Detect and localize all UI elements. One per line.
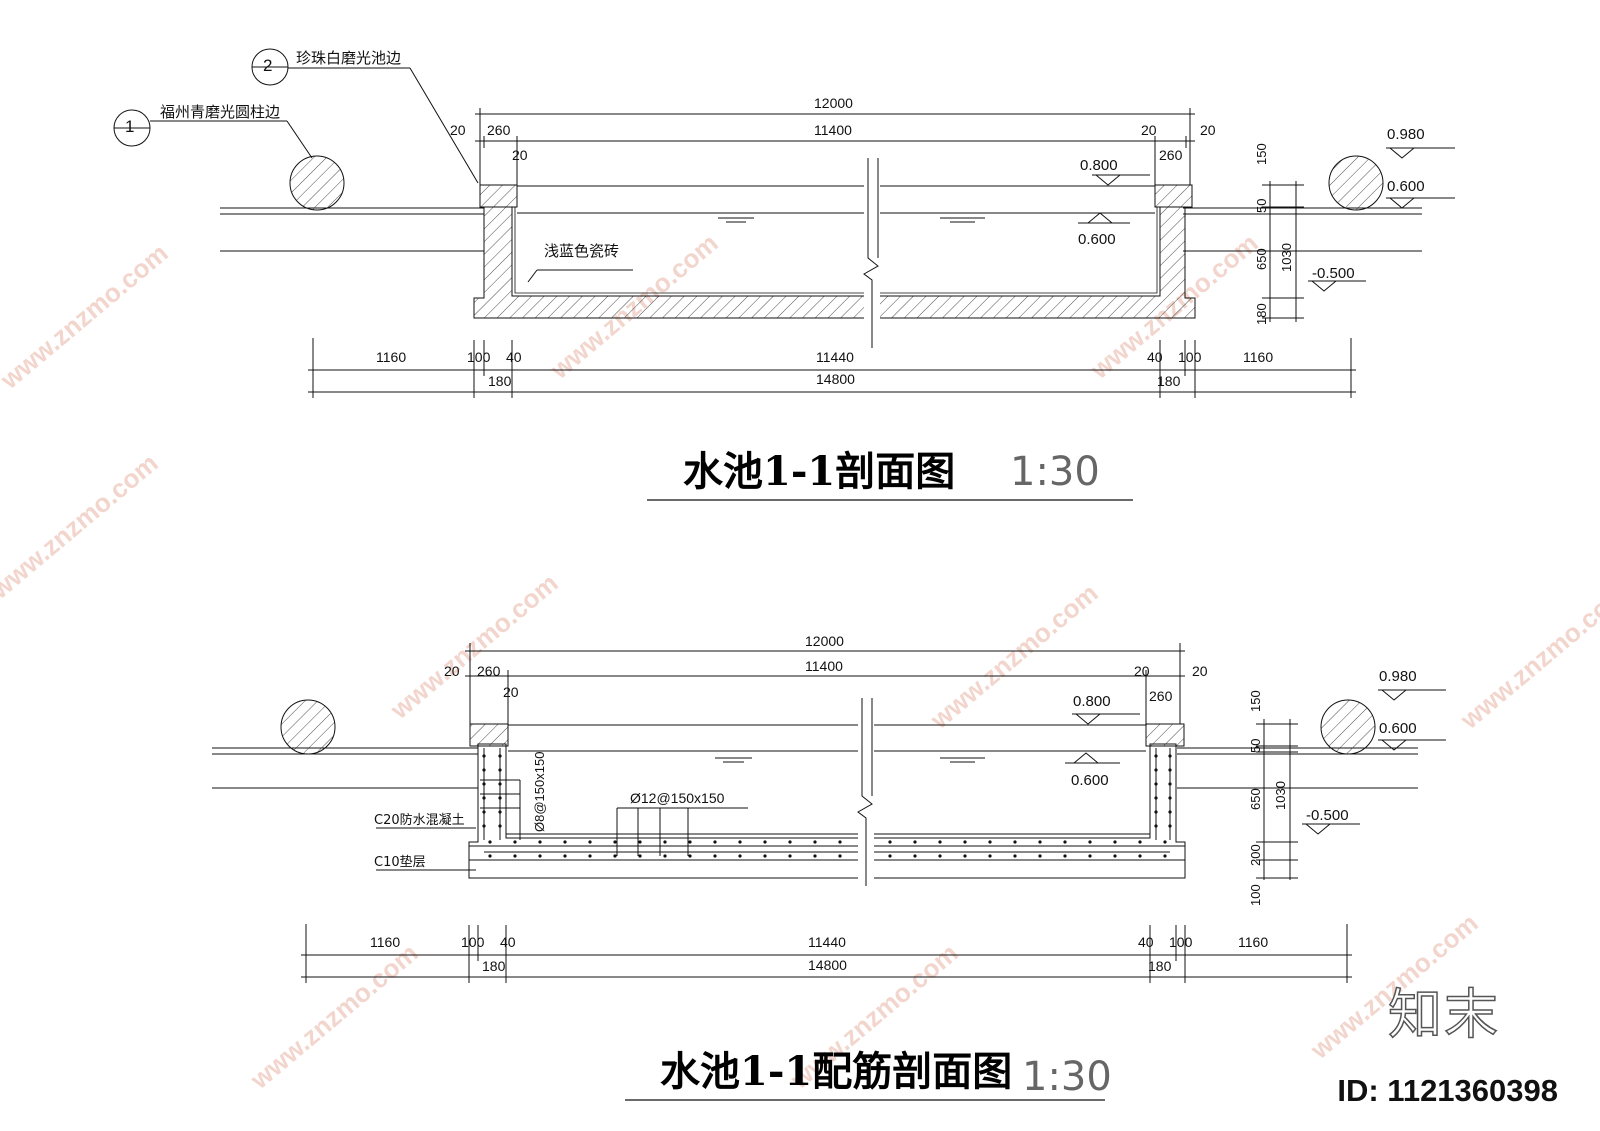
section-2-scale: 1:30	[1022, 1054, 1112, 1100]
dim-bottom-left: 1160	[370, 934, 400, 950]
column-right-icon	[1328, 155, 1384, 211]
dim-e: 260	[1149, 688, 1173, 704]
dim-bottom-overall: 14800	[816, 371, 855, 387]
dim-bottom-w3: 40	[1147, 349, 1163, 365]
dim-f: 20	[1200, 122, 1216, 138]
dim-right-d1: 150	[1248, 690, 1263, 712]
level-coping: 0.800	[1073, 693, 1111, 710]
dim-right-d3: 650	[1248, 788, 1263, 810]
section-1-text: 福州青磨光圆柱边 1 珍珠白磨光池边 2 浅蓝色瓷砖 12000 11400 2…	[125, 49, 1425, 495]
dim-c: 20	[503, 684, 519, 700]
dim-overall: 12000	[805, 633, 844, 649]
watermark-text: www.znzmo.com	[244, 938, 424, 1096]
callout-1-text: 福州青磨光圆柱边	[160, 103, 280, 121]
dim-bottom-right: 1160	[1243, 349, 1273, 365]
dim-right-d2: 50	[1254, 199, 1269, 213]
brand-id: ID: 1121360398	[1337, 1073, 1558, 1108]
rebar-dots	[482, 754, 1172, 858]
watermark-text: www.znzmo.com	[924, 578, 1104, 736]
callout-1-number: 1	[125, 117, 134, 136]
finish-label: 浅蓝色瓷砖	[544, 242, 619, 260]
brand-logo: 知末	[1387, 982, 1500, 1047]
level-right-top: 0.980	[1387, 126, 1425, 143]
dim-inner: 11400	[805, 658, 843, 674]
watermark-text: www.znzmo.com	[0, 448, 164, 606]
dim-bottom-w1: 100	[461, 934, 485, 950]
dim-right-total: 1030	[1273, 781, 1288, 810]
section-1-scale: 1:30	[1010, 449, 1100, 495]
dim-right-d2: 50	[1248, 739, 1263, 753]
level-right-top: 0.980	[1379, 668, 1417, 685]
section-1	[113, 48, 1455, 501]
dim-bottom-s1: 180	[488, 373, 512, 389]
dim-bottom-w3: 40	[1138, 934, 1154, 950]
dim-bottom-w1: 100	[467, 349, 491, 365]
watermark-text: www.znzmo.com	[0, 238, 174, 396]
dim-d: 20	[1141, 122, 1157, 138]
dim-right-d5: 100	[1248, 884, 1263, 906]
dim-b: 260	[487, 122, 511, 138]
column-left-icon	[280, 699, 336, 755]
column-right-icon	[1320, 699, 1376, 755]
dim-bottom-overall: 14800	[808, 957, 847, 973]
pool-structure	[468, 743, 1186, 879]
dim-a: 20	[444, 663, 460, 679]
dim-a: 20	[450, 122, 466, 138]
watermark-text: www.znzmo.com	[384, 568, 564, 726]
watermark-text: www.znzmo.com	[1454, 578, 1600, 736]
dim-b: 260	[477, 663, 501, 679]
section-2-text: Ø8@150x150 Ø12@150x150 C20防水混凝土 C10垫层 12…	[370, 633, 1417, 1100]
callout-2-text: 珍珠白磨光池边	[296, 49, 401, 67]
dim-bottom-s2: 180	[1157, 373, 1181, 389]
rebar-wall-label: Ø8@150x150	[532, 752, 547, 832]
dim-bottom-w4: 100	[1178, 349, 1202, 365]
level-coping: 0.800	[1080, 157, 1118, 174]
coping-left	[479, 184, 518, 208]
dim-bottom-middle: 11440	[808, 934, 846, 950]
dim-f: 20	[1192, 663, 1208, 679]
coping-left	[469, 723, 509, 747]
rebar-slab-label: Ø12@150x150	[630, 790, 725, 806]
dim-bottom-right: 1160	[1238, 934, 1268, 950]
level-right-mid: 0.600	[1379, 720, 1417, 737]
callout-2-number: 2	[263, 56, 272, 75]
dim-bottom-w2: 40	[500, 934, 516, 950]
dim-right-d4: 180	[1254, 303, 1269, 325]
level-right-mid: 0.600	[1387, 178, 1425, 195]
dim-right-total: 1030	[1279, 243, 1294, 272]
dim-bottom-w2: 40	[506, 349, 522, 365]
level-bottom: -0.500	[1312, 265, 1355, 282]
dim-bottom-w4: 100	[1169, 934, 1193, 950]
dim-right-d4: 200	[1248, 844, 1263, 866]
dim-d: 20	[1134, 663, 1150, 679]
dim-bottom-s1: 180	[482, 958, 506, 974]
level-water: 0.600	[1071, 772, 1109, 789]
dim-bottom-s2: 180	[1148, 958, 1172, 974]
level-water: 0.600	[1078, 231, 1116, 248]
level-bottom: -0.500	[1306, 807, 1349, 824]
coping-right	[1154, 184, 1193, 208]
dim-bottom-middle: 11440	[816, 349, 854, 365]
column-left-icon	[289, 155, 345, 211]
section-2	[212, 643, 1446, 1101]
pool-structure	[473, 206, 1196, 319]
coping-right	[1145, 723, 1185, 747]
base-label: C10垫层	[374, 854, 426, 870]
section-2-title: 水池1-1配筋剖面图	[660, 1048, 1012, 1095]
dim-overall: 12000	[814, 95, 853, 111]
dim-c: 20	[512, 147, 528, 163]
dim-right-d3: 650	[1254, 248, 1269, 270]
watermarks: www.znzmo.com www.znzmo.com www.znzmo.co…	[0, 228, 1600, 1096]
dim-right-d1: 150	[1254, 143, 1269, 165]
dim-inner: 11400	[814, 122, 852, 138]
dim-bottom-left: 1160	[376, 349, 406, 365]
section-1-title: 水池1-1剖面图	[683, 448, 955, 495]
dim-e: 260	[1159, 147, 1183, 163]
concrete-label: C20防水混凝土	[374, 812, 465, 828]
